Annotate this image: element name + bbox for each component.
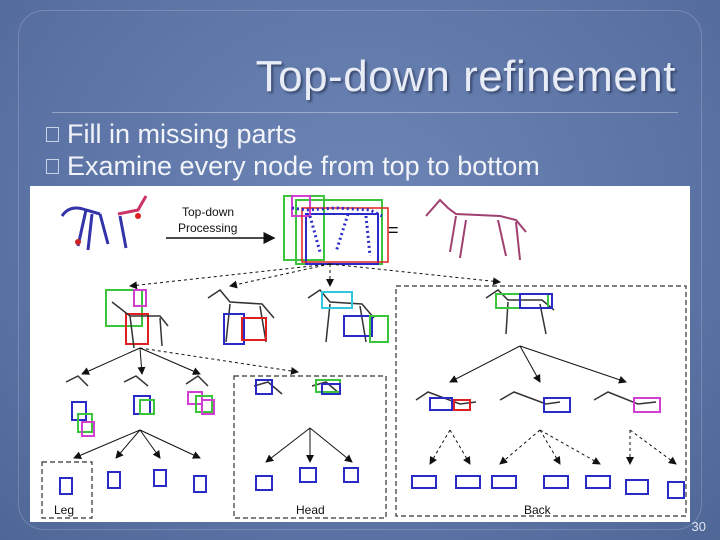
left-level2-arrows bbox=[81, 347, 299, 375]
leg-region bbox=[41, 461, 93, 519]
region-label-leg: Leg bbox=[54, 503, 74, 517]
level1-arrows bbox=[129, 263, 501, 290]
bullet-square-icon bbox=[46, 158, 59, 174]
back-leaf-parts bbox=[411, 475, 685, 499]
region-label-head: Head bbox=[296, 503, 325, 517]
arrow-label: Processing bbox=[178, 221, 237, 235]
boxed-parts-result bbox=[283, 195, 389, 265]
head-leaf-arrows bbox=[265, 427, 353, 463]
refinement-diagram: Top-down Processing = bbox=[41, 195, 687, 519]
bullet-text: Fill in missing parts bbox=[67, 119, 297, 149]
back-root-horse bbox=[485, 289, 555, 335]
slide-frame bbox=[18, 10, 702, 530]
back-mid-parts bbox=[415, 391, 661, 413]
refinement-figure: Top-down Processing = bbox=[30, 186, 690, 522]
head-region bbox=[233, 375, 387, 519]
level1-horse bbox=[207, 289, 275, 345]
top-down-arrow: Top-down Processing bbox=[166, 205, 276, 244]
equals-sign: = bbox=[388, 220, 399, 240]
head-parts bbox=[253, 379, 341, 395]
back-level-arrows bbox=[449, 345, 627, 384]
input-skeleton bbox=[60, 195, 148, 251]
bullet-item: Fill in missing parts bbox=[46, 118, 540, 150]
output-horse bbox=[425, 198, 527, 261]
leg-leaf-parts bbox=[59, 469, 207, 495]
level1-horse bbox=[105, 289, 169, 349]
bullet-list: Fill in missing parts Examine every node… bbox=[46, 118, 540, 182]
left-level2-parts bbox=[65, 375, 215, 437]
bullet-text: Examine every node from top to bottom bbox=[67, 151, 540, 181]
bullet-square-icon bbox=[46, 126, 59, 142]
page-number: 30 bbox=[691, 519, 706, 534]
back-leaf-arrows bbox=[429, 429, 677, 465]
arrow-label: Top-down bbox=[182, 205, 234, 219]
level1-horse bbox=[307, 289, 389, 343]
head-leaf-parts bbox=[255, 467, 359, 491]
title-divider bbox=[52, 112, 678, 113]
back-region bbox=[395, 285, 687, 517]
bullet-item: Examine every node from top to bottom bbox=[46, 150, 540, 182]
region-label-back: Back bbox=[524, 503, 552, 517]
slide-title: Top-down refinement bbox=[255, 52, 676, 101]
leg-arrows bbox=[73, 429, 201, 459]
